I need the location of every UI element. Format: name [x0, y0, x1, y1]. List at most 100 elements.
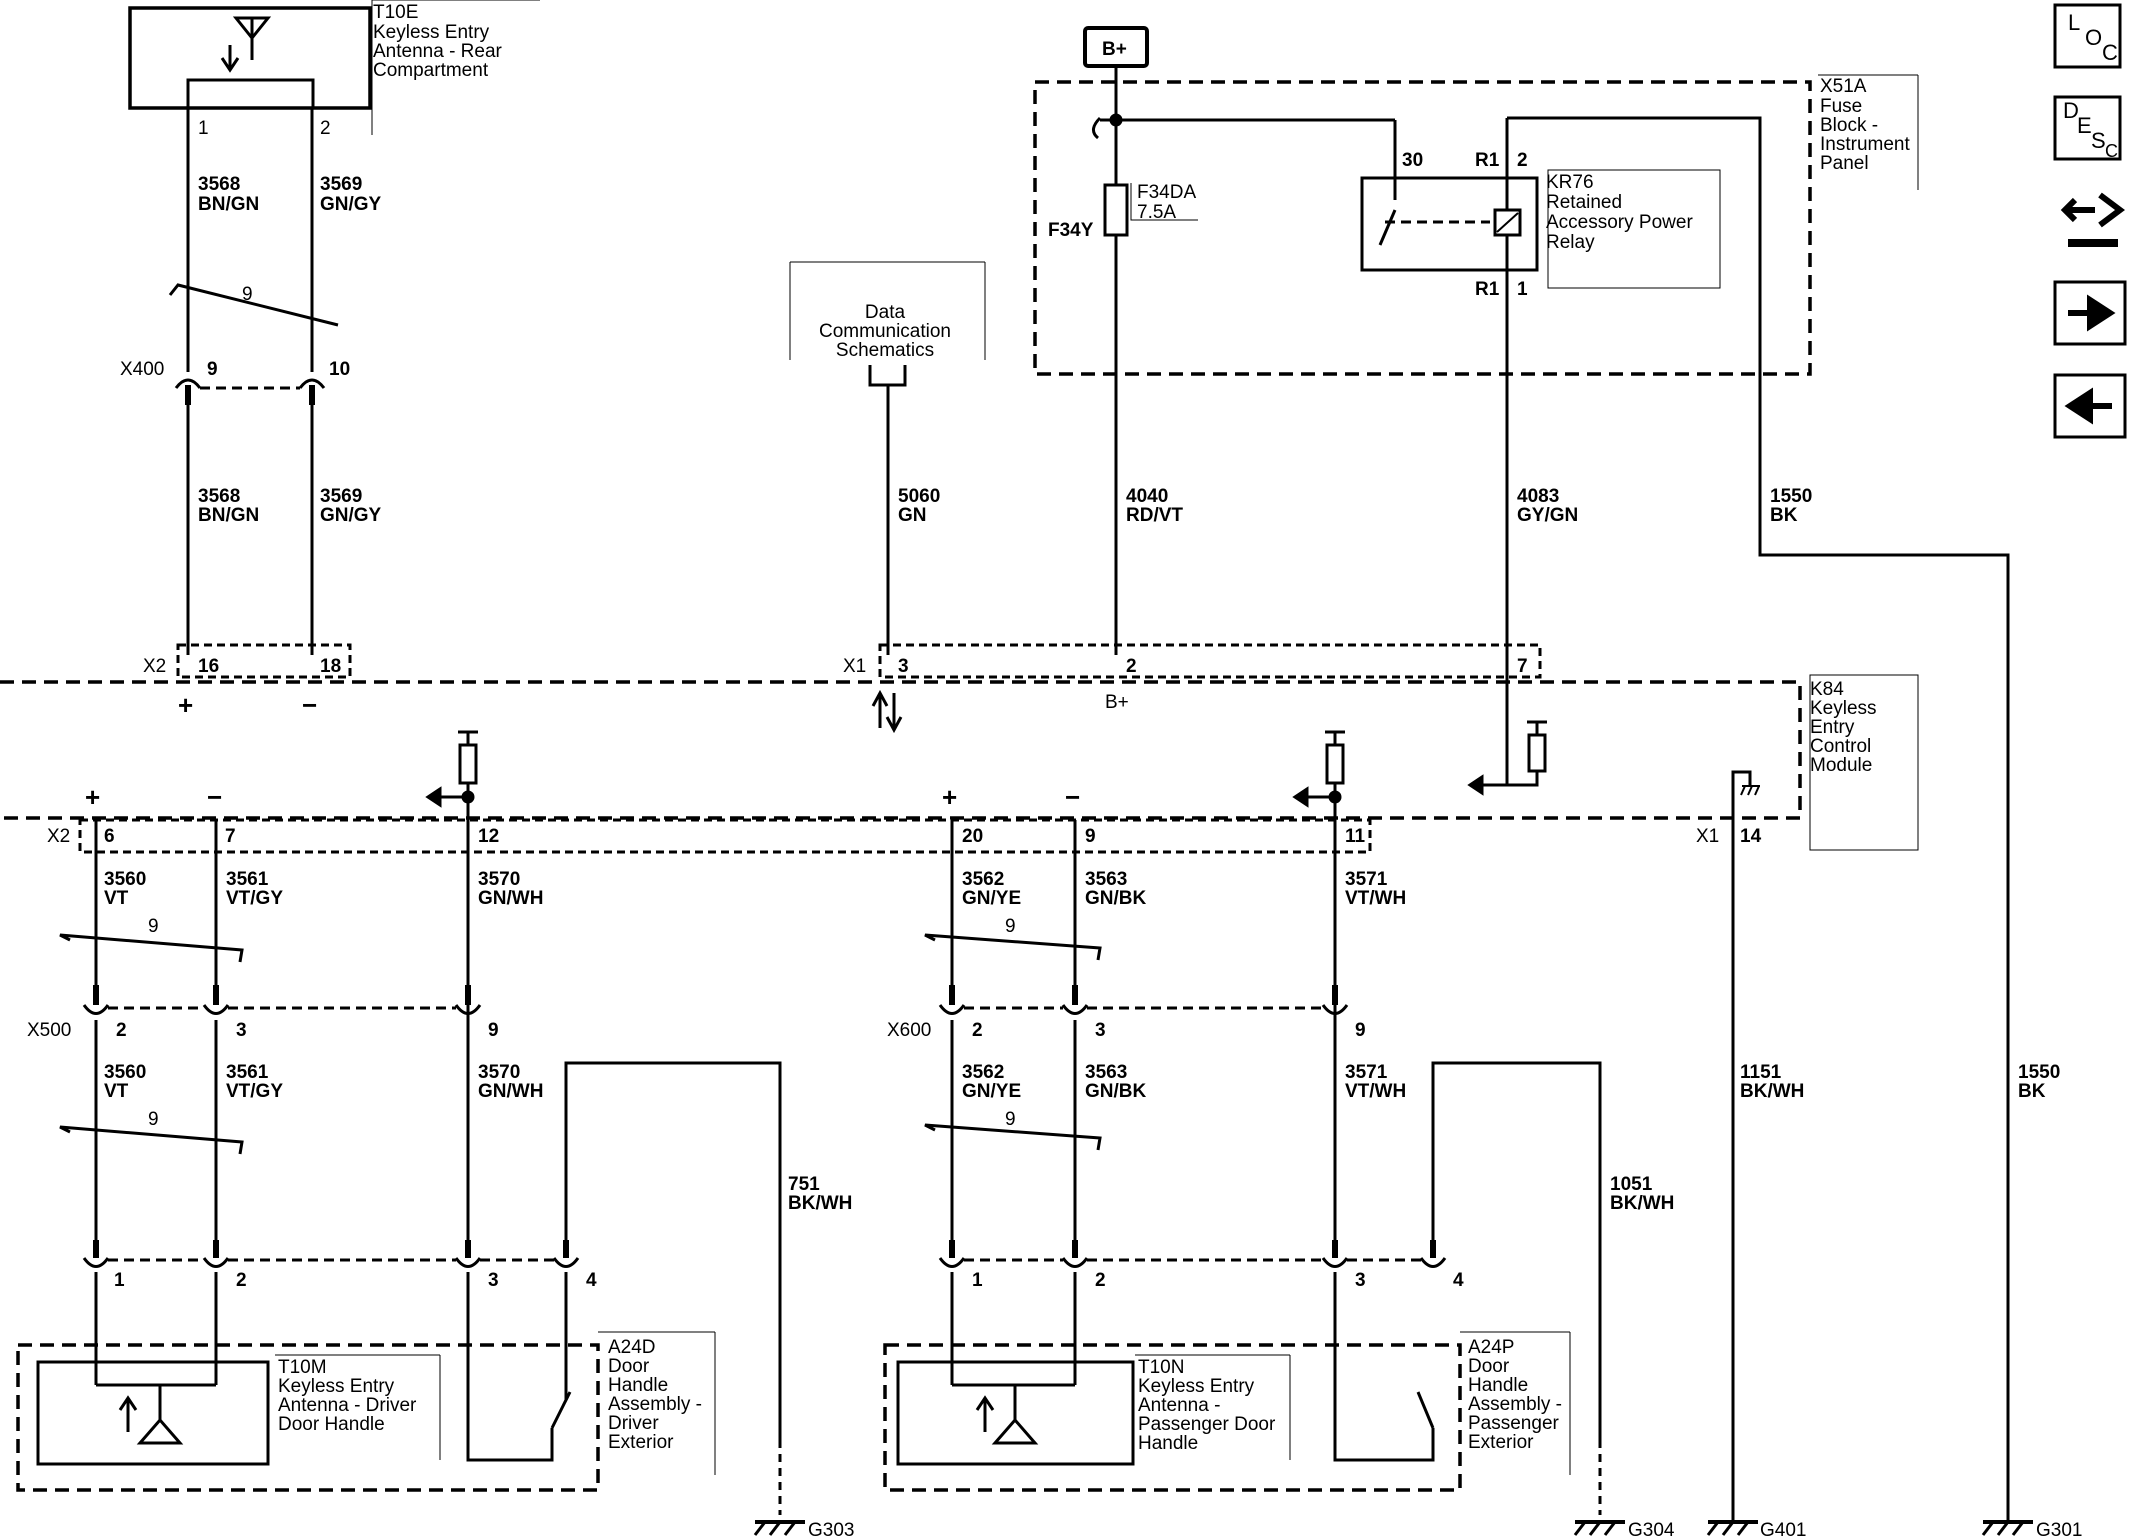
- module-plus-top: +: [178, 690, 193, 720]
- loc-letter-l: L: [2068, 10, 2080, 35]
- wire-1151-num: 1151: [1740, 1062, 1782, 1083]
- module-pin-11: 11: [1345, 826, 1366, 847]
- wire-3570-color-lower: GN/WH: [478, 1081, 543, 1102]
- x500-pin-2: 2: [116, 1020, 127, 1041]
- driver-handle-name-2: Handle: [608, 1375, 668, 1396]
- prev-page-button[interactable]: [2053, 373, 2127, 439]
- module-pin-6: 6: [104, 826, 115, 847]
- twist-marker-x2: [59, 933, 244, 963]
- pass-handle-id: A24P: [1468, 1337, 1514, 1358]
- module-minus-pass: −: [1065, 782, 1080, 812]
- wire-3569-num: 3569: [320, 486, 362, 507]
- wire-3571-num-upper: 3571: [1345, 869, 1388, 890]
- wire-3570-color-upper: GN/WH: [478, 888, 543, 909]
- driver-antenna-name-1: Keyless Entry: [278, 1376, 395, 1397]
- passenger-door-handle-assembly: [883, 1331, 1571, 1492]
- wire-3568-num: 3568: [198, 486, 240, 507]
- x500-connector: [82, 985, 482, 1015]
- wire-3563-color-upper: GN/BK: [1085, 888, 1147, 909]
- driver-conn-pin-4: 4: [586, 1270, 597, 1291]
- wire-3570-num-upper: 3570: [478, 869, 520, 890]
- wire-751: [564, 1061, 782, 1440]
- ground-g301: [1981, 1520, 2033, 1536]
- wire-3568-color-top: BN/GN: [198, 194, 259, 215]
- wire-3569-num-top: 3569: [320, 174, 362, 195]
- module-name-3: Control: [1810, 736, 1871, 757]
- driver-antenna-id: T10M: [278, 1357, 327, 1378]
- wire-3561-color-upper: VT/GY: [226, 888, 283, 909]
- ground-label-g303: G303: [808, 1520, 854, 1537]
- relay-name-1: Retained: [1546, 192, 1622, 213]
- wire-3561-num-upper: 3561: [226, 869, 269, 890]
- desc-button[interactable]: [2053, 95, 2122, 161]
- wire-1550-color-top: BK: [1770, 505, 1798, 526]
- module-pin-18: 18: [320, 656, 341, 677]
- wire-3570-num-lower: 3570: [478, 1062, 520, 1083]
- fuse-block-x51a: [1033, 26, 2010, 1520]
- module-name-2: Entry: [1810, 717, 1855, 738]
- module-id: K84: [1810, 679, 1844, 700]
- pass-handle-name-4: Passenger: [1468, 1413, 1560, 1434]
- wire-3560-color-lower: VT: [104, 1081, 129, 1102]
- fuse-rating: 7.5A: [1137, 202, 1176, 223]
- pass-antenna-id: T10N: [1138, 1357, 1184, 1378]
- module-x2-bottom: X2: [47, 826, 70, 847]
- wire-4083-color: GY/GN: [1517, 505, 1578, 526]
- module-pin-12: 12: [478, 826, 499, 847]
- module-name-4: Module: [1810, 755, 1872, 776]
- wire-1051: [1431, 1061, 1602, 1440]
- relay-pin-r1-bottom: R1: [1475, 279, 1500, 300]
- relay-pin-2: 2: [1517, 150, 1528, 171]
- relay-name-2: Accessory Power: [1546, 212, 1693, 233]
- data-comm-line-3: Schematics: [836, 340, 934, 361]
- wire-1051-num: 1051: [1610, 1174, 1653, 1195]
- module-minus-top: −: [302, 690, 317, 720]
- wire-4040-num: 4040: [1126, 486, 1168, 507]
- loc-letter-c: C: [2102, 40, 2118, 65]
- twist-label-driver-upper: 9: [148, 916, 159, 937]
- wire-3569-color-top: GN/GY: [320, 194, 382, 215]
- driver-door-handle-assembly: [16, 1331, 716, 1492]
- ground-g401: [1706, 1520, 1758, 1536]
- wire-5060-num: 5060: [898, 486, 940, 507]
- driver-handle-name-1: Door: [608, 1356, 650, 1377]
- pass-handle-name-2: Handle: [1468, 1375, 1528, 1396]
- wire-5060-color: GN: [898, 505, 927, 526]
- wire-3563-num-lower: 3563: [1085, 1062, 1127, 1083]
- pass-conn-pin-1: 1: [972, 1270, 983, 1291]
- driver-conn-pin-3: 3: [488, 1270, 499, 1291]
- relay-pin-30: 30: [1402, 150, 1423, 171]
- relay-pin-r1-top: R1: [1475, 150, 1500, 171]
- next-page-button[interactable]: [2053, 280, 2127, 346]
- x500-label: X500: [27, 1020, 71, 1041]
- relay-name-3: Relay: [1546, 232, 1595, 253]
- twist-marker-x600: [924, 1123, 1102, 1151]
- wire-751-num: 751: [788, 1174, 820, 1195]
- wire-1550-color-lower: BK: [2018, 1081, 2046, 1102]
- module-pin-7-top: 7: [1517, 656, 1528, 677]
- ground-label-g401: G401: [1760, 1520, 1806, 1537]
- ground-g304: [1573, 1520, 1625, 1536]
- data-comm-line-1: Data: [865, 302, 906, 323]
- x600-pin-9: 9: [1355, 1020, 1366, 1041]
- wire-3562-num-upper: 3562: [962, 869, 1004, 890]
- pass-handle-name-5: Exterior: [1468, 1432, 1534, 1453]
- driver-handle-id: A24D: [608, 1337, 656, 1358]
- desc-letter-c: C: [2105, 141, 2118, 161]
- x600-pin-2: 2: [972, 1020, 983, 1041]
- wire-1550-num-top: 1550: [1770, 486, 1812, 507]
- x400-label: X400: [120, 359, 164, 380]
- twist-label-pass-lower: 9: [1005, 1109, 1016, 1130]
- twist-marker-x2-pass: [924, 933, 1102, 961]
- connector-tool-icon[interactable]: [2060, 192, 2125, 247]
- loc-button[interactable]: [2053, 3, 2122, 69]
- x500-pin-3: 3: [236, 1020, 247, 1041]
- module-x2-top: X2: [143, 656, 166, 677]
- battery-label: B+: [1102, 39, 1127, 60]
- relay-id: KR76: [1546, 172, 1594, 193]
- x600-connector: [938, 985, 1349, 1015]
- wire-3568-num-top: 3568: [198, 174, 240, 195]
- pass-conn-pin-3: 3: [1355, 1270, 1366, 1291]
- module-bplus: B+: [1105, 692, 1129, 713]
